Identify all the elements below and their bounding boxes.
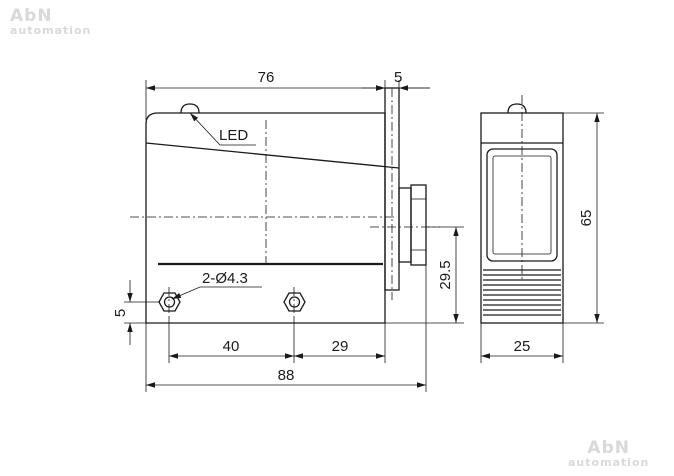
dim-bracket: 5 [394, 69, 402, 86]
hole-leader [171, 286, 262, 300]
watermark-top: AbN automation [10, 6, 92, 37]
hole-callout: 2-Ø4.3 [202, 270, 248, 287]
dim-hole-to-edge: 29 [332, 338, 349, 355]
side-view [480, 95, 564, 324]
led-dome [180, 103, 200, 114]
led-label: LED [219, 127, 248, 144]
dim-total-width: 88 [278, 367, 295, 384]
dimension-25 [480, 323, 564, 363]
dimension-65 [563, 112, 604, 324]
side-grip-ribs [483, 269, 561, 316]
watermark-brand: AbN [587, 438, 630, 458]
face-edge [145, 142, 400, 169]
mounting-hole-right [283, 287, 306, 318]
watermark-bottom: AbN automation [568, 438, 650, 469]
dimension-76 [145, 80, 386, 120]
dimension-5-left [124, 280, 160, 345]
side-led-dome [507, 103, 527, 114]
watermark-tagline: automation [568, 456, 650, 469]
front-view [130, 87, 440, 324]
led-leader [189, 112, 256, 146]
watermark-brand: AbN [10, 6, 53, 26]
housing-outline [145, 112, 386, 324]
watermark-tagline: automation [10, 24, 92, 37]
mounting-hole-left [158, 287, 181, 318]
dim-hole-spacing: 40 [223, 338, 240, 355]
dimension-29-5 [385, 226, 464, 324]
dim-hole-offset: 5 [112, 309, 129, 317]
dim-height: 65 [578, 210, 595, 227]
connector-nut [410, 184, 427, 266]
dimension-5-bracket [362, 80, 430, 91]
dim-width-top: 76 [258, 69, 275, 86]
dim-depth: 25 [514, 338, 531, 355]
connector-base [398, 187, 412, 263]
dim-center-height: 29.5 [437, 260, 454, 289]
